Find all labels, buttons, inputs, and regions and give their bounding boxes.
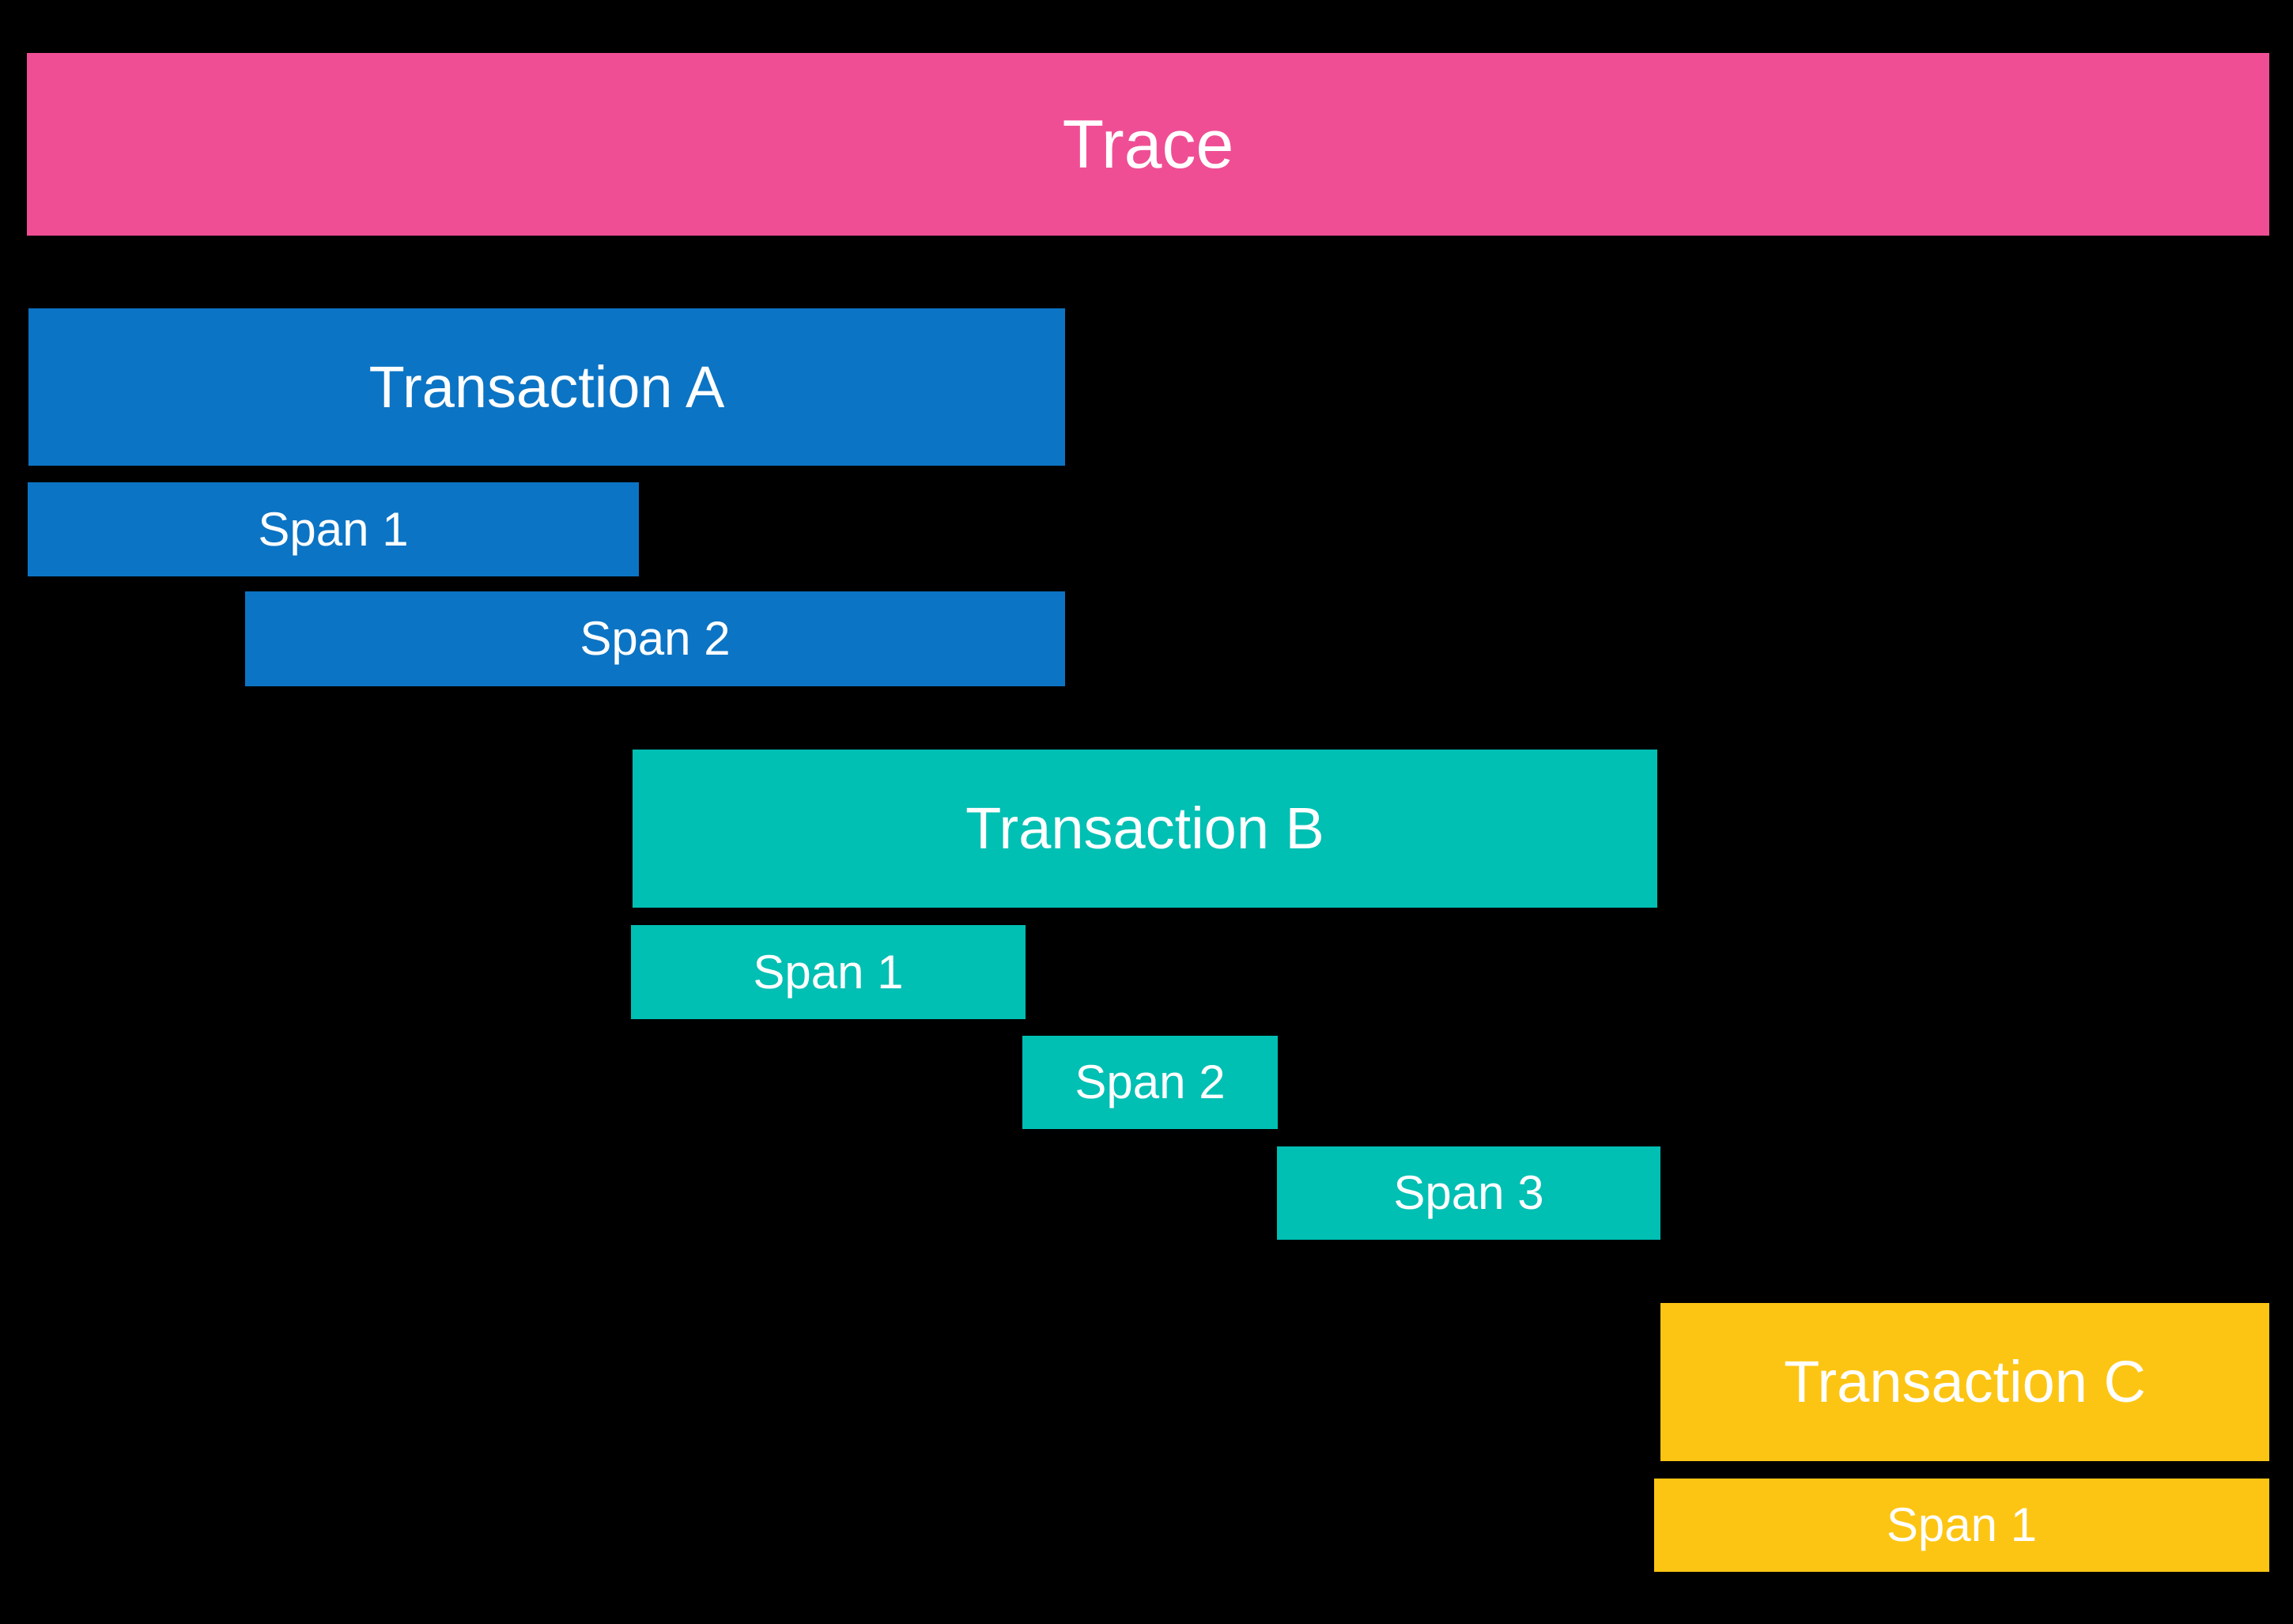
bar-span-span-2: Span 2 (1022, 1036, 1278, 1129)
bar-transaction-transaction-c: Transaction C (1660, 1303, 2269, 1461)
bar-span-span-3: Span 3 (1277, 1146, 1660, 1240)
bar-label: Span 1 (258, 502, 409, 556)
bar-trace-trace: Trace (27, 53, 2269, 236)
bar-label: Span 2 (1075, 1056, 1226, 1108)
bar-span-span-1: Span 1 (631, 925, 1026, 1019)
bar-label: Transaction C (1784, 1349, 2146, 1414)
bar-span-span-2: Span 2 (245, 591, 1065, 686)
bar-label: Transaction A (368, 353, 725, 420)
bar-label: Span 2 (580, 612, 731, 665)
bar-label: Transaction B (965, 795, 1324, 861)
bar-label: Trace (1062, 106, 1234, 183)
bar-transaction-transaction-b: Transaction B (633, 750, 1657, 908)
bar-label: Span 3 (1393, 1166, 1544, 1219)
bar-label: Span 1 (753, 945, 904, 999)
bar-label: Span 1 (1886, 1498, 2038, 1551)
bar-span-span-1: Span 1 (1654, 1479, 2269, 1572)
bar-span-span-1: Span 1 (28, 482, 639, 576)
bar-transaction-transaction-a: Transaction A (28, 308, 1065, 466)
